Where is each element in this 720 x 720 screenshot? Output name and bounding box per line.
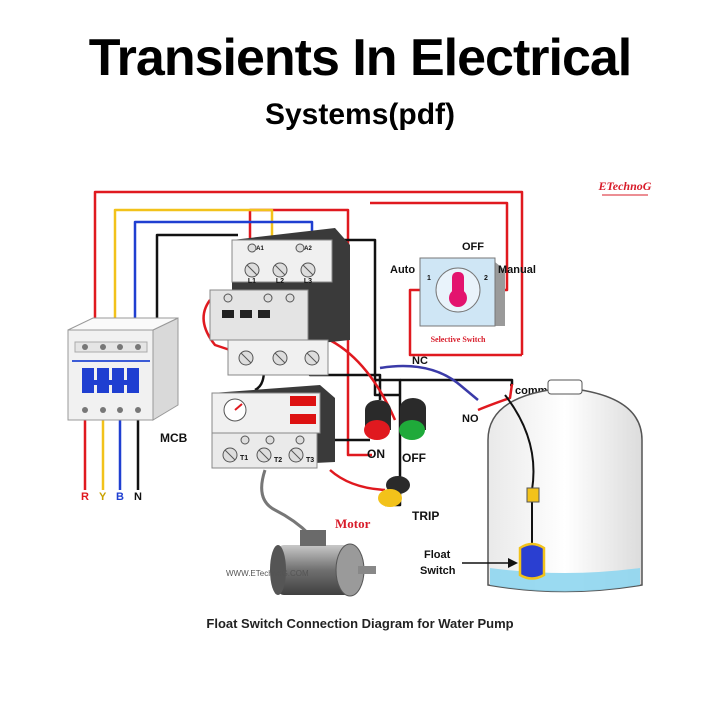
selector-switch (419, 257, 505, 327)
svg-text:ETechnoG: ETechnoG (598, 179, 652, 193)
terminal-a2-label: A2 (304, 246, 312, 252)
float-switch-label-2: Switch (420, 565, 456, 577)
selective-switch-label: Selective Switch (431, 335, 486, 344)
terminal-l2-label: L2 (276, 278, 284, 285)
float-switch-arrowhead (508, 558, 518, 568)
on-push-button (364, 400, 391, 440)
selector-manual-label: Manual (498, 264, 536, 276)
phase-b-label: B (116, 491, 124, 503)
phase-r-label: R (81, 491, 89, 503)
mcb-breaker (67, 317, 179, 421)
overload-relay (211, 385, 335, 469)
terminal-l1-label: L1 (248, 278, 256, 285)
contactor (209, 228, 350, 376)
nc-label: NC (412, 355, 428, 367)
water-tank (487, 379, 643, 593)
motor-label: Motor (335, 516, 371, 531)
motor (270, 530, 376, 597)
terminal-t2-label: T2 (274, 457, 282, 464)
off-label: OFF (402, 451, 426, 465)
terminal-t1-label: T1 (240, 455, 248, 462)
selector-pos1-label: 1 (427, 275, 431, 282)
trip-label: TRIP (412, 509, 439, 523)
diagram-caption: Float Switch Connection Diagram for Wate… (206, 616, 514, 631)
terminal-t3-label: T3 (306, 457, 314, 464)
no-label: NO (462, 413, 479, 425)
terminal-l3-label: L3 (304, 278, 312, 285)
phase-y-label: Y (99, 491, 107, 503)
off-push-button (399, 398, 426, 440)
page-subtitle: Systems(pdf) (264, 98, 456, 131)
website-label: WWW.ETechnoG.COM (226, 569, 309, 578)
selector-pos2-label: 2 (484, 275, 488, 282)
trip-indicator (378, 476, 410, 507)
neutral-n-label: N (134, 491, 142, 503)
terminal-a1-label: A1 (256, 246, 264, 252)
selector-auto-label: Auto (390, 264, 415, 276)
brand-logo: ETechnoG (598, 179, 652, 196)
page-title: Transients In Electrical (88, 29, 632, 87)
float-switch-label-1: Float (424, 549, 451, 561)
selector-off-label: OFF (462, 241, 484, 253)
on-label: ON (367, 447, 385, 461)
mcb-label: MCB (160, 431, 188, 445)
